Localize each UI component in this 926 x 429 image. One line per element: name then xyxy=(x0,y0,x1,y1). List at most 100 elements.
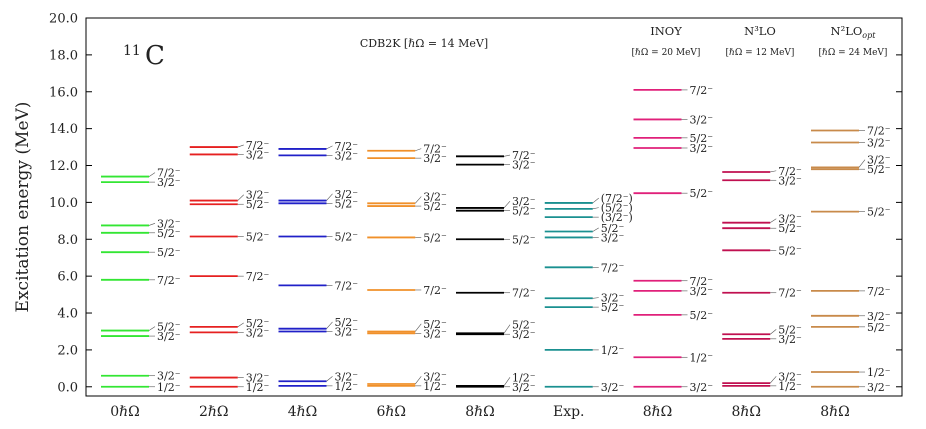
level-column: 3/2⁻1/2⁻5/2⁻3/2⁻7/2⁻3/2⁻5/2⁻(3/2⁻)(5/2⁻)… xyxy=(544,192,633,394)
label-connector xyxy=(592,227,599,232)
spin-parity-label: 3/2⁻ xyxy=(690,285,714,298)
label-connector xyxy=(592,207,599,210)
column-label: 2ℏΩ xyxy=(199,404,229,420)
spin-parity-label: 5/2⁻ xyxy=(778,244,802,257)
nucleus-label: 11 C xyxy=(123,41,165,71)
spin-parity-label: 3/2⁻ xyxy=(157,330,181,343)
spin-parity-label: 3/2⁻ xyxy=(512,328,536,341)
label-connector xyxy=(148,223,156,226)
spin-parity-label: 5/2⁻ xyxy=(867,321,891,334)
spin-parity-label: 5/2⁻ xyxy=(690,132,714,145)
spin-parity-label: 5/2⁻ xyxy=(335,316,359,329)
spin-parity-label: 3/2⁻ xyxy=(246,148,270,161)
spin-parity-label: 7/2⁻ xyxy=(778,287,802,300)
y-tick-label: 14.0 xyxy=(49,122,78,137)
spin-parity-label: 3/2⁻ xyxy=(867,310,891,323)
spin-parity-label: 3/2⁻ xyxy=(157,370,181,383)
nucleus-symbol: C xyxy=(145,41,165,71)
spin-parity-label: 7/2⁻ xyxy=(867,285,891,298)
spin-parity-label: 7/2⁻ xyxy=(867,124,891,137)
spin-parity-label: 3/2⁻ xyxy=(335,370,359,383)
y-tick-label: 8.0 xyxy=(57,233,78,248)
spin-parity-label: 3/2⁻ xyxy=(423,152,447,165)
label-connector xyxy=(326,145,333,150)
label-connector xyxy=(326,376,333,382)
spin-parity-label: 7/2⁻ xyxy=(690,84,714,97)
spin-parity-label: 7/2⁻ xyxy=(690,275,714,288)
level-column: 1/2⁻3/2⁻3/2⁻5/2⁻7/2⁻5/2⁻5/2⁻3/2⁻3/2⁻7/2⁻ xyxy=(101,167,181,394)
label-connector xyxy=(592,197,599,204)
column-label: 4ℏΩ xyxy=(288,404,318,420)
label-connector xyxy=(415,376,422,385)
column-header: [ℏΩ = 12 MeV] xyxy=(726,48,795,58)
label-connector xyxy=(770,376,777,384)
spin-parity-label: 3/2⁻ xyxy=(335,325,359,338)
y-tick-label: 4.0 xyxy=(57,307,78,322)
y-tick-label: 0.0 xyxy=(57,380,78,395)
spin-parity-label: 3/2⁻ xyxy=(867,154,891,167)
spin-parity-label: 5/2⁻ xyxy=(867,163,891,176)
spin-parity-label: 7/2⁻ xyxy=(601,261,625,274)
column-label: 8ℏΩ xyxy=(465,404,495,420)
label-connector xyxy=(415,196,422,204)
level-column: 3/2⁻1/2⁻5/2⁻3/2⁻7/2⁻5/2⁻5/2⁻3/2⁻3/2⁻7/2⁻ xyxy=(811,124,891,394)
column-headers: CDB2K [ℏΩ = 14 MeV]INOY[ℏΩ = 20 MeV]N³LO… xyxy=(360,24,888,58)
label-connector xyxy=(503,377,511,387)
spin-parity-label: 3/2⁻ xyxy=(246,189,270,202)
spin-parity-label: 3/2⁻ xyxy=(246,371,270,384)
spin-parity-label: 1/2⁻ xyxy=(335,380,359,393)
label-connector xyxy=(858,159,866,168)
spin-parity-label: 3/2⁻ xyxy=(867,136,891,149)
spin-parity-label: 3/2⁻ xyxy=(157,217,181,230)
level-column: 1/2⁻3/2⁻3/2⁻5/2⁻7/2⁻5/2⁻5/2⁻3/2⁻3/2⁻7/2⁻ xyxy=(367,143,447,393)
label-connector xyxy=(592,297,599,299)
label-connector xyxy=(237,194,244,201)
spin-parity-label: 3/2⁻ xyxy=(423,370,447,383)
spin-parity-label: 3/2⁻ xyxy=(690,113,714,126)
column-label: 8ℏΩ xyxy=(731,404,761,420)
spin-parity-label: 7/2⁻ xyxy=(512,287,536,300)
spin-parity-label: 3/2⁻ xyxy=(601,292,625,305)
label-connector xyxy=(415,148,422,152)
spin-parity-label: 7/2⁻ xyxy=(157,167,181,180)
spin-parity-label: 1/2⁻ xyxy=(512,371,536,384)
spin-parity-label: 1/2⁻ xyxy=(423,380,447,393)
label-connector xyxy=(148,326,156,331)
nucleus-mass: 11 xyxy=(123,43,141,59)
y-tick-label: 10.0 xyxy=(49,196,78,211)
label-connector xyxy=(503,324,511,334)
spin-parity-label: 3/2⁻ xyxy=(157,176,181,189)
spin-parity-label: 5/2⁻ xyxy=(512,205,536,218)
spin-parity-label: 5/2⁻ xyxy=(157,321,181,334)
label-connector xyxy=(326,321,333,329)
spin-parity-label: (3/2⁻) xyxy=(601,211,633,224)
spin-parity-label: 7/2⁻ xyxy=(423,143,447,156)
spin-parity-label: 3/2⁻ xyxy=(778,213,802,226)
y-tick-label: 18.0 xyxy=(49,48,78,63)
spin-parity-label: 5/2⁻ xyxy=(690,187,714,200)
spin-parity-label: 5/2⁻ xyxy=(512,233,536,246)
spin-parity-label: 7/2⁻ xyxy=(335,279,359,292)
y-axis-label: Excitation energy (MeV) xyxy=(13,102,33,313)
spin-parity-label: 5/2⁻ xyxy=(690,309,714,322)
spin-parity-label: 5/2⁻ xyxy=(157,227,181,240)
spin-parity-label: 5/2⁻ xyxy=(423,200,447,213)
spin-parity-label: 3/2⁻ xyxy=(335,188,359,201)
label-connector xyxy=(237,144,244,148)
spin-parity-label: 5/2⁻ xyxy=(778,222,802,235)
label-connector xyxy=(770,218,777,223)
spin-parity-label: 5/2⁻ xyxy=(778,323,802,336)
y-tick-label: 2.0 xyxy=(57,343,78,358)
spin-parity-label: 3/2⁻ xyxy=(512,159,536,172)
spin-parity-label: 5/2⁻ xyxy=(423,231,447,244)
level-column: 3/2⁻1/2⁻5/2⁻3/2⁻7/2⁻5/2⁻3/2⁻5/2⁻3/2⁻7/2⁻ xyxy=(633,84,714,394)
label-connector xyxy=(237,322,244,328)
spin-parity-label: 5/2⁻ xyxy=(335,197,359,210)
column-header: INOY xyxy=(650,24,682,38)
spin-parity-label: 3/2⁻ xyxy=(335,149,359,162)
label-connector xyxy=(770,329,777,335)
spin-parity-label: 1/2⁻ xyxy=(246,381,270,394)
spin-parity-label: 1/2⁻ xyxy=(690,351,714,364)
y-tick-label: 20.0 xyxy=(49,12,78,27)
